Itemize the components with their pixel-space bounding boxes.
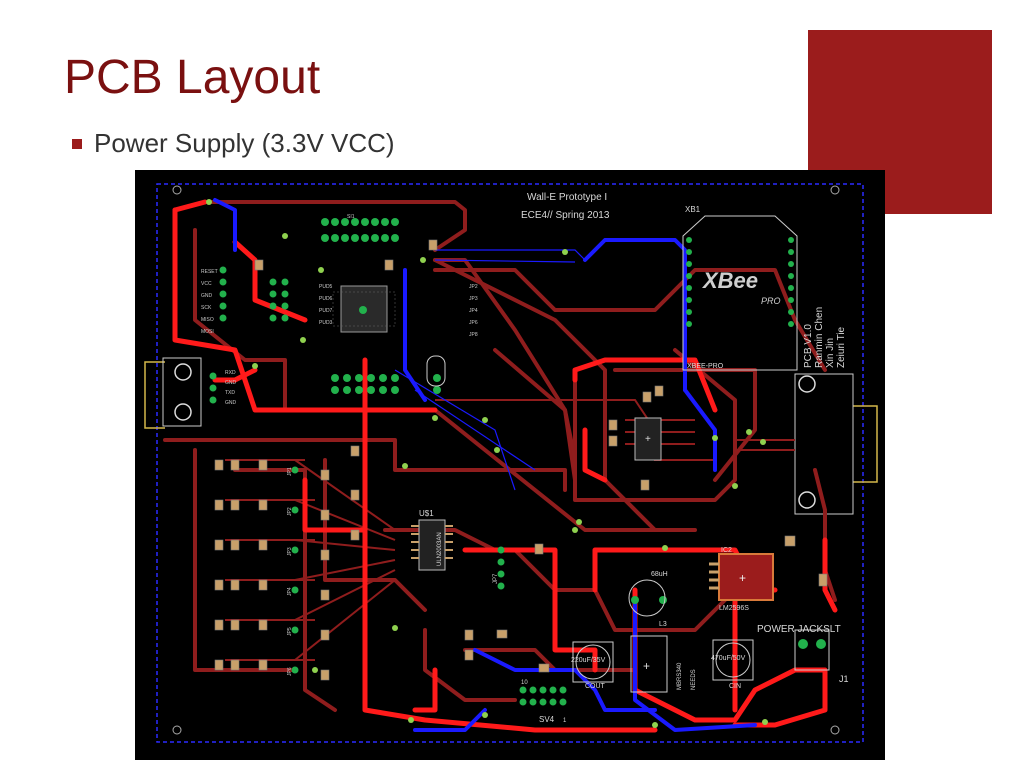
pcb-layout-image: + XBee PRO + + Wall-E Prototype I ECE4//… (135, 170, 885, 760)
inductor: + (628, 579, 668, 693)
svg-text:JP8: JP8 (469, 332, 478, 338)
svg-text:JP1: JP1 (287, 467, 293, 476)
left-header-labels: RESET VCC GND SCK MISO MOSI (201, 269, 218, 335)
power-jack (794, 629, 830, 671)
svg-text:Zeiuri Tie: Zeiuri Tie (836, 326, 847, 368)
svg-text:JP6: JP6 (287, 667, 293, 676)
xbee-module: XBee PRO (682, 215, 798, 371)
svg-text:PUD7: PUD7 (319, 308, 333, 314)
svg-text:SI1: SI1 (347, 214, 355, 220)
left-terminal-outline (144, 361, 165, 429)
misc-labels: PUD5 PUD6 PUD7 PUD3 SI1 JP2 JP3 JP4 JP6 … (319, 214, 478, 338)
bullet-square-icon (72, 138, 82, 149)
needs-label: NEEDS (691, 669, 697, 690)
connector-label: SV4 (539, 715, 555, 724)
svg-text:GND: GND (225, 380, 237, 386)
jp7-label: JP7 (493, 573, 499, 584)
screw-terminal-icon (174, 363, 192, 381)
board-outline (156, 183, 864, 743)
ic2-ref: IC2 (721, 547, 732, 554)
svg-text:JP3: JP3 (287, 547, 293, 556)
svg-text:PUD5: PUD5 (319, 284, 333, 290)
svg-text:RESET: RESET (201, 269, 218, 275)
svg-text:JP5: JP5 (287, 627, 293, 636)
ic2-regulator: + (709, 553, 774, 601)
bullet-text: Power Supply (3.3V VCC) (94, 128, 395, 158)
u1-chip (411, 519, 453, 571)
power-jack-label: POWER JACKSLT (757, 624, 841, 635)
cout-ref: COUT (585, 683, 606, 690)
cout-value: 220uF/35V (571, 657, 606, 664)
inductor-ref: L3 (659, 621, 667, 628)
connector-pin2: 1 (563, 718, 567, 724)
svg-text:TXD: TXD (225, 390, 235, 396)
board-subtitle: ECE4// Spring 2013 (521, 210, 610, 221)
xbee-ref: XB1 (685, 205, 701, 214)
xbee-logo-sub: PRO (761, 296, 781, 306)
svg-text:PCB V1.0: PCB V1.0 (803, 324, 814, 368)
capacitors (572, 639, 754, 683)
connector-pin1: 10 (521, 680, 528, 686)
svg-text:PUD6: PUD6 (319, 296, 333, 302)
version-block: PCB V1.0 Ranmin Chen Xin Jin Zeiuri Tie (803, 307, 847, 368)
u1-ref: U$1 (419, 509, 434, 518)
xbee-part: XBEE-PRO (687, 363, 724, 370)
vias (206, 199, 768, 728)
svg-text:JP4: JP4 (287, 587, 293, 596)
svg-text:JP4: JP4 (469, 308, 478, 314)
microcontroller-chip (332, 285, 396, 333)
diode-label: MBRS340 (677, 662, 683, 690)
left-header2-labels: RXD GND TXD GND (225, 370, 237, 406)
svg-text:RXD: RXD (225, 370, 236, 376)
right-terminal-outline (853, 405, 878, 483)
svg-text:JP2: JP2 (287, 507, 293, 516)
u1-part: ULN2003AN (437, 532, 443, 566)
svg-text:GND: GND (201, 293, 213, 299)
inductor-value: 68uH (651, 571, 668, 578)
bullet-item: Power Supply (3.3V VCC) (72, 128, 395, 159)
crystal (426, 355, 446, 387)
cin-value: 470uF/50V (711, 655, 746, 662)
xbee-logo: XBee (701, 268, 758, 293)
component-pads (209, 218, 826, 706)
svg-text:GND: GND (225, 400, 237, 406)
ic2-part: LM2596S (719, 605, 749, 612)
svg-text:SCK: SCK (201, 305, 212, 311)
svg-text:Ranmin Chen: Ranmin Chen (814, 307, 825, 368)
bottom-layer-traces (213, 198, 757, 732)
svg-text:Xin Jin: Xin Jin (825, 338, 836, 368)
power-traces (172, 199, 838, 733)
smd-components (214, 239, 828, 681)
mount-hole-icons (172, 185, 840, 735)
j1-label: J1 (839, 674, 849, 684)
svg-text:JP6: JP6 (469, 320, 478, 326)
thin-blue-traces (394, 249, 586, 491)
svg-text:MISO: MISO (201, 317, 214, 323)
pcb-board: + XBee PRO + + Wall-E Prototype I ECE4//… (135, 170, 885, 760)
svg-text:VCC: VCC (201, 281, 212, 287)
cin-ref: CIN (729, 683, 741, 690)
slide-title: PCB Layout (64, 51, 321, 104)
board-title: Wall-E Prototype I (527, 192, 607, 203)
svg-text:+: + (739, 571, 746, 585)
jp-labels: JP1 JP2 JP3 JP4 JP5 JP6 (287, 467, 293, 676)
svg-text:JP2: JP2 (469, 284, 478, 290)
center-ic: + (634, 417, 662, 461)
svg-text:JP3: JP3 (469, 296, 478, 302)
svg-text:PUD3: PUD3 (319, 320, 333, 326)
svg-text:+: + (645, 434, 651, 445)
svg-text:+: + (643, 659, 650, 673)
screw-terminal-icon (174, 403, 192, 421)
svg-text:MOSI: MOSI (201, 329, 214, 335)
